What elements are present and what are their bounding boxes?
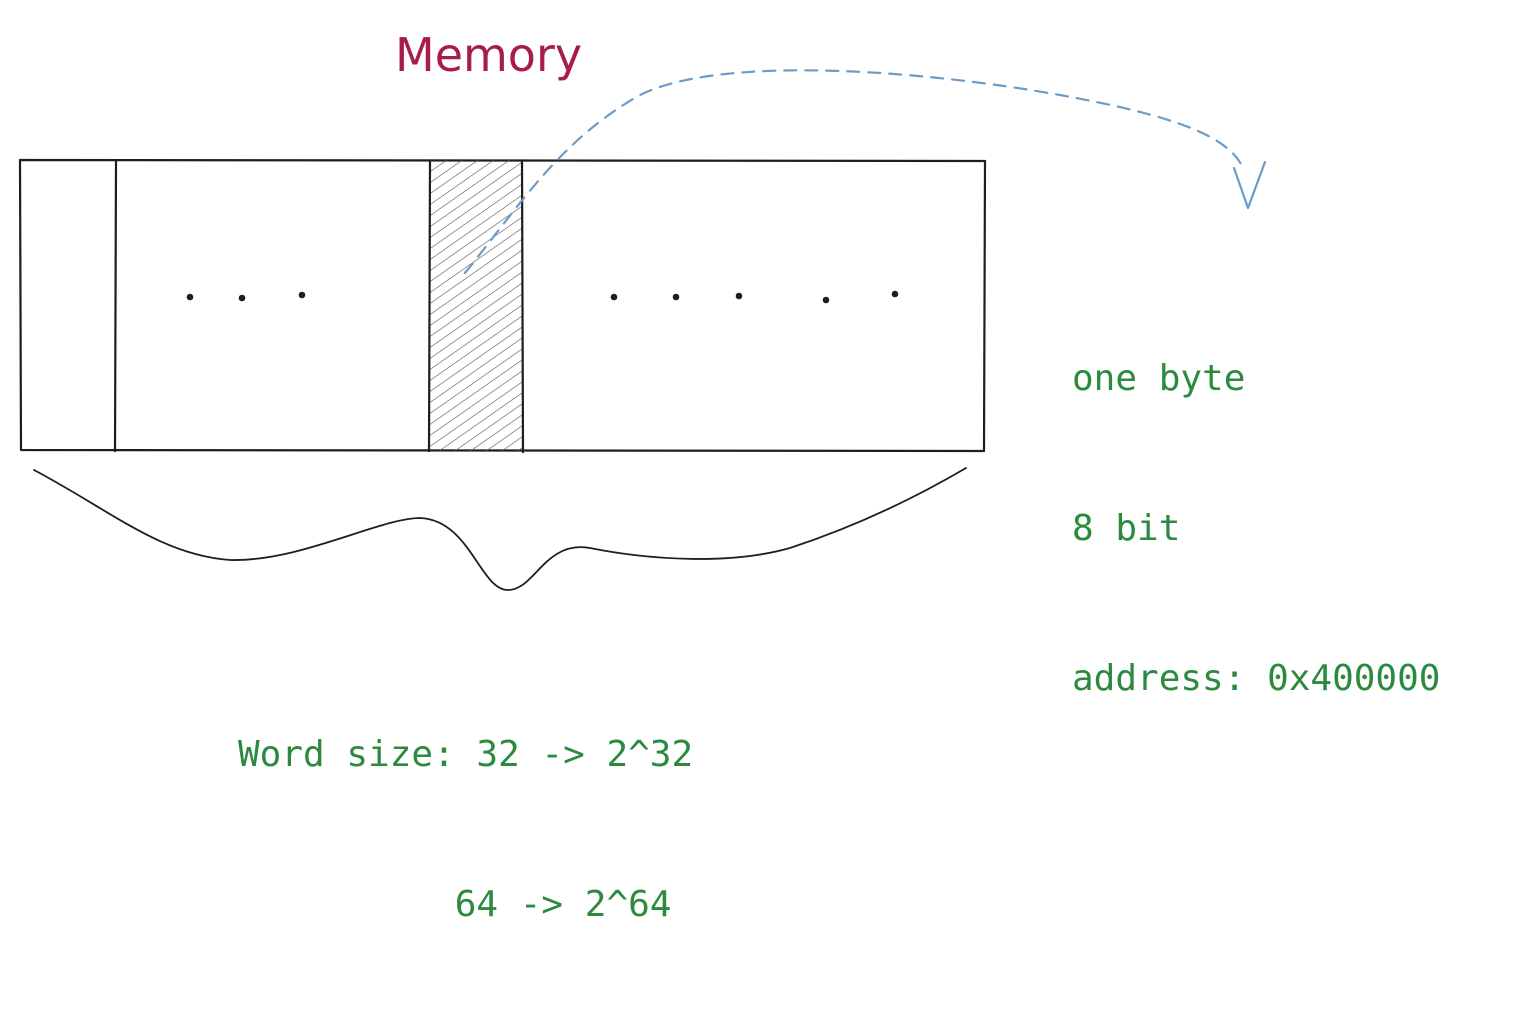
ellipsis-dot bbox=[822, 296, 830, 304]
ellipsis-dot bbox=[735, 292, 743, 300]
ellipsis-dot bbox=[186, 293, 194, 301]
word-size-line: Word size: 32 -> 2^32 bbox=[238, 734, 694, 775]
ellipsis-dot bbox=[610, 293, 618, 301]
byte-annotation-line: one byte bbox=[1072, 358, 1246, 399]
ellipsis-dot bbox=[672, 293, 680, 301]
byte-cell-right-edge bbox=[520, 159, 525, 454]
ellipsis-dot bbox=[238, 294, 246, 302]
memory-block-outline bbox=[18, 158, 987, 453]
byte-annotation: one byte 8 bit address: 0x400000 bbox=[1072, 254, 1440, 804]
byte-cell-left-edge bbox=[427, 159, 432, 453]
ellipsis-dot bbox=[298, 291, 306, 299]
ellipsis-dot bbox=[891, 290, 899, 298]
word-size-brace bbox=[33, 467, 967, 591]
word-size-line: 64 -> 2^64 bbox=[238, 884, 672, 925]
byte-annotation-line: 8 bit bbox=[1072, 508, 1181, 549]
memory-diagram bbox=[18, 69, 1267, 591]
word-size-annotation: Word size: 32 -> 2^32 64 -> 2^64 bbox=[238, 630, 693, 1030]
highlighted-byte-cell bbox=[430, 160, 523, 451]
first-cell-divider bbox=[113, 160, 118, 453]
diagram-title: Memory bbox=[395, 28, 583, 82]
pointer-arrow bbox=[463, 69, 1246, 275]
byte-annotation-line: address: 0x400000 bbox=[1072, 658, 1441, 699]
pointer-arrow-head bbox=[1232, 160, 1267, 210]
whiteboard-canvas: Memory one byte 8 bit address: 0x400000 … bbox=[18, 28, 1440, 925]
